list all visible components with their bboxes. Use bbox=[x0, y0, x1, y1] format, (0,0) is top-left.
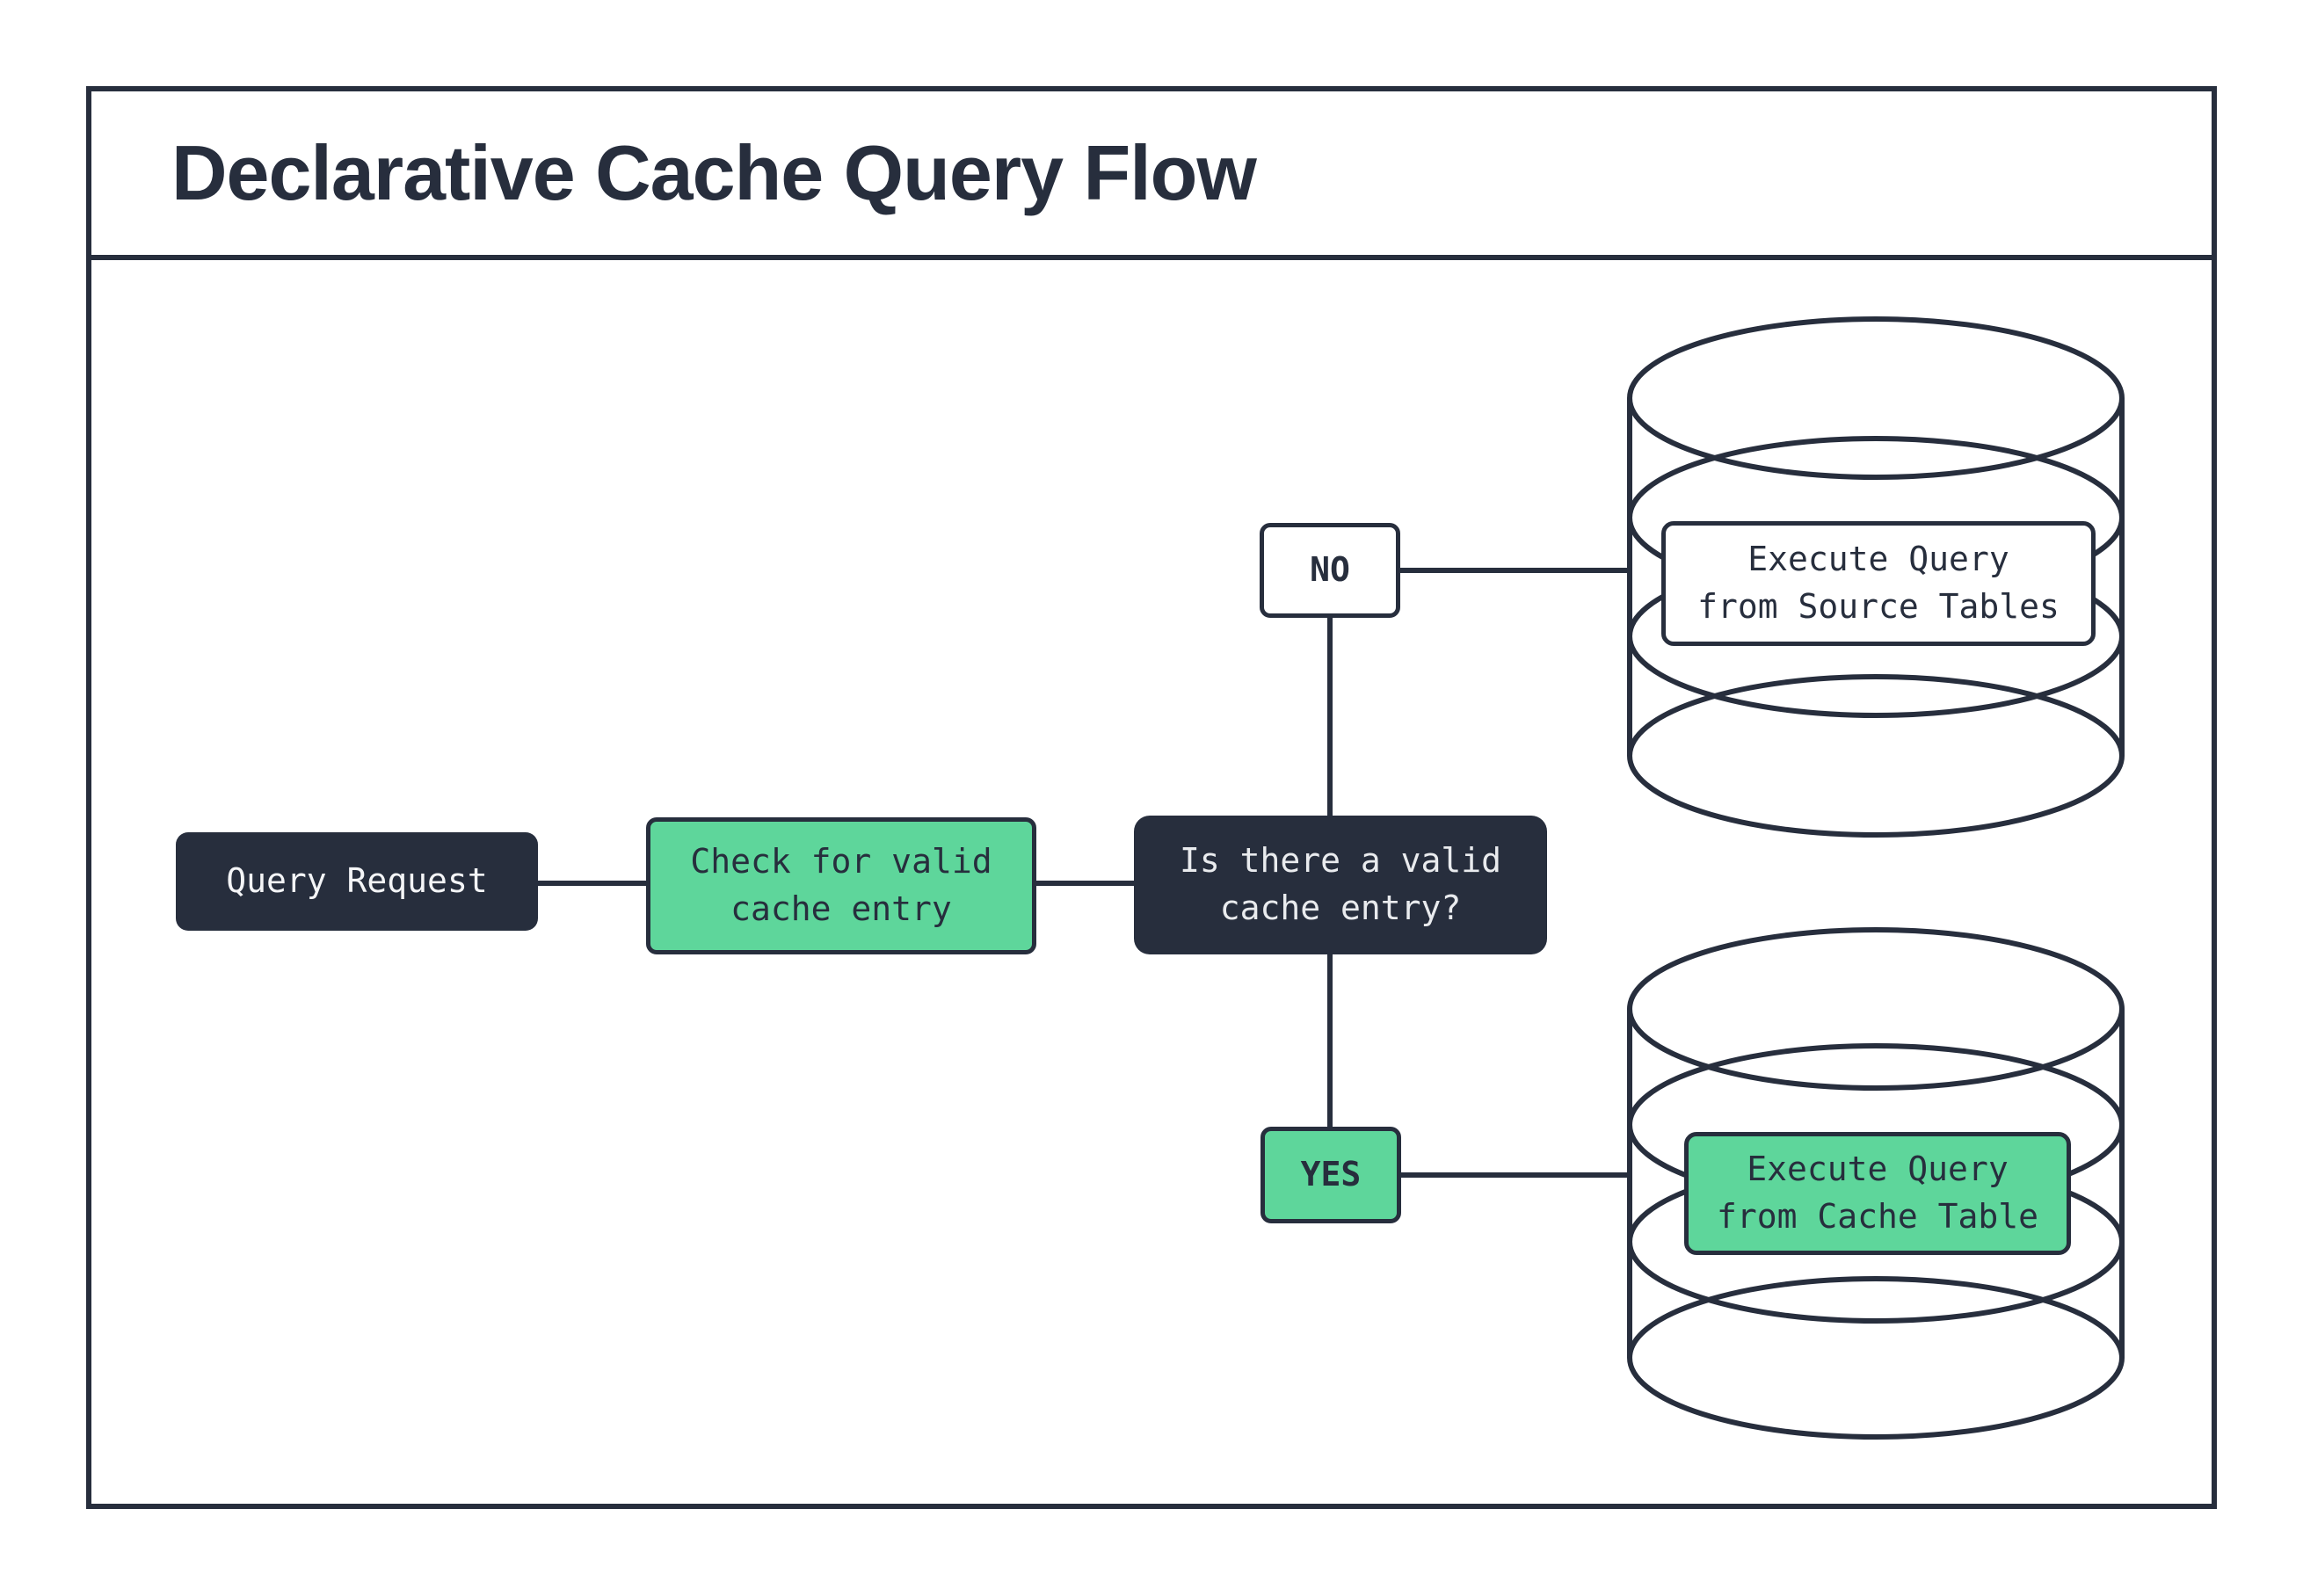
branch-yes-node: YES bbox=[1260, 1127, 1401, 1223]
execute-source-tables-node: Execute Query from Source Tables bbox=[1661, 521, 2096, 646]
decision-node: Is there a valid cache entry? bbox=[1134, 816, 1547, 954]
branch-no-node: NO bbox=[1260, 523, 1400, 618]
outer-frame bbox=[86, 86, 2217, 1509]
title-bar: Declarative Cache Query Flow bbox=[91, 91, 2212, 260]
query-request-node: Query Request bbox=[176, 832, 538, 931]
execute-cache-table-node: Execute Query from Cache Table bbox=[1684, 1132, 2071, 1255]
diagram-title: Declarative Cache Query Flow bbox=[171, 129, 1257, 216]
check-cache-node: Check for valid cache entry bbox=[646, 817, 1036, 954]
